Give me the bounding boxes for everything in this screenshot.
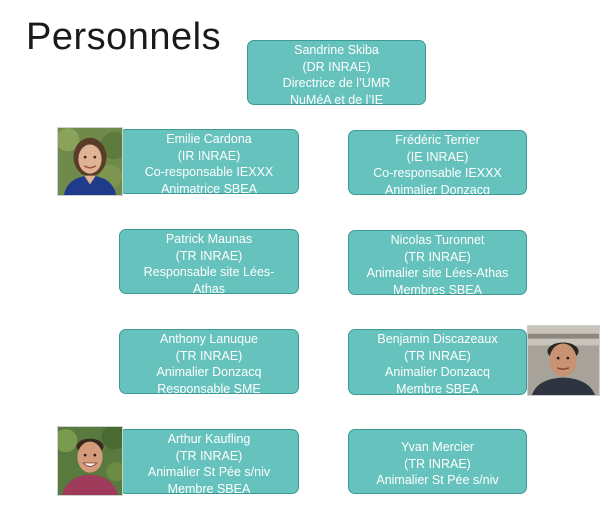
person-line: Animalier site Lées-Athas	[366, 266, 509, 280]
person-line: NuMéA et de l’IE	[289, 92, 384, 105]
person-box-frederic-terrier: Frédéric Terrier (IE INRAE) Co-responsab…	[348, 130, 527, 195]
person-box-anthony-lanuque: Anthony Lanuque (TR INRAE) Animalier Don…	[119, 329, 299, 394]
person-line: (TR INRAE)	[404, 348, 471, 363]
person-line: (TR INRAE)	[175, 448, 243, 463]
person-line: Frédéric Terrier	[395, 133, 480, 147]
portrait-photo-emilie-cardona	[57, 127, 123, 196]
person-line: Responsable SME	[157, 381, 261, 394]
person-line: Membre SBEA	[167, 481, 251, 494]
person-box-yvan-mercier: Yvan Mercier (TR INRAE) Animalier St Pée…	[348, 429, 527, 494]
person-box-arthur-kaufling: Arthur Kaufling (TR INRAE) Animalier St …	[119, 429, 299, 494]
person-line: Animalier Donzacq	[385, 182, 490, 195]
person-line: Emilie Cardona	[166, 132, 252, 146]
person-line: Responsable site Lées-	[143, 265, 275, 279]
person-line: Animalier St Pée s/niv	[376, 473, 499, 487]
person-line: Sandrine Skiba	[294, 43, 379, 57]
person-line: (TR INRAE)	[175, 348, 243, 363]
person-line: (TR INRAE)	[404, 456, 471, 471]
person-line: Benjamin Discazeaux	[377, 332, 498, 346]
portrait-photo-benjamin-discazeaux	[527, 325, 600, 396]
page-title: Personnels	[26, 16, 222, 58]
person-line: Arthur Kaufling	[167, 432, 251, 446]
person-line: Athas	[193, 281, 225, 294]
person-line: Nicolas Turonnet	[390, 233, 485, 247]
person-line: Directrice de l’UMR	[282, 76, 391, 90]
portrait-photo-arthur-kaufling	[57, 426, 123, 496]
person-box-sandrine-skiba: Sandrine Skiba (DR INRAE) Directrice de …	[247, 40, 426, 105]
person-line: Animatrice SBEA	[161, 181, 257, 194]
person-box-patrick-maunas: Patrick Maunas (TR INRAE) Responsable si…	[119, 229, 299, 294]
person-box-benjamin-discazeaux: Benjamin Discazeaux (TR INRAE) Animalier…	[348, 329, 527, 395]
person-line: (TR INRAE)	[175, 248, 243, 263]
person-line: Patrick Maunas	[165, 232, 253, 246]
person-line: Anthony Lanuque	[159, 332, 258, 346]
person-line: Animalier St Pée s/niv	[147, 465, 271, 479]
person-line: Animalier Donzacq	[156, 365, 262, 379]
person-line: Yvan Mercier	[401, 440, 474, 454]
person-line: Co-responsable IEXXX	[144, 165, 274, 179]
person-line: Membres SBEA	[393, 282, 482, 295]
person-line: (DR INRAE)	[302, 59, 371, 74]
person-line: (IE INRAE)	[406, 149, 469, 164]
person-line: Co-responsable IEXXX	[373, 166, 502, 180]
person-line: (TR INRAE)	[404, 249, 471, 264]
person-line: Membre SBEA	[396, 381, 479, 395]
person-line: (IR INRAE)	[177, 148, 241, 163]
person-box-emilie-cardona: Emilie Cardona (IR INRAE) Co-responsable…	[119, 129, 299, 194]
person-line: Animalier Donzacq	[385, 365, 490, 379]
person-box-nicolas-turonnet: Nicolas Turonnet (TR INRAE) Animalier si…	[348, 230, 527, 295]
